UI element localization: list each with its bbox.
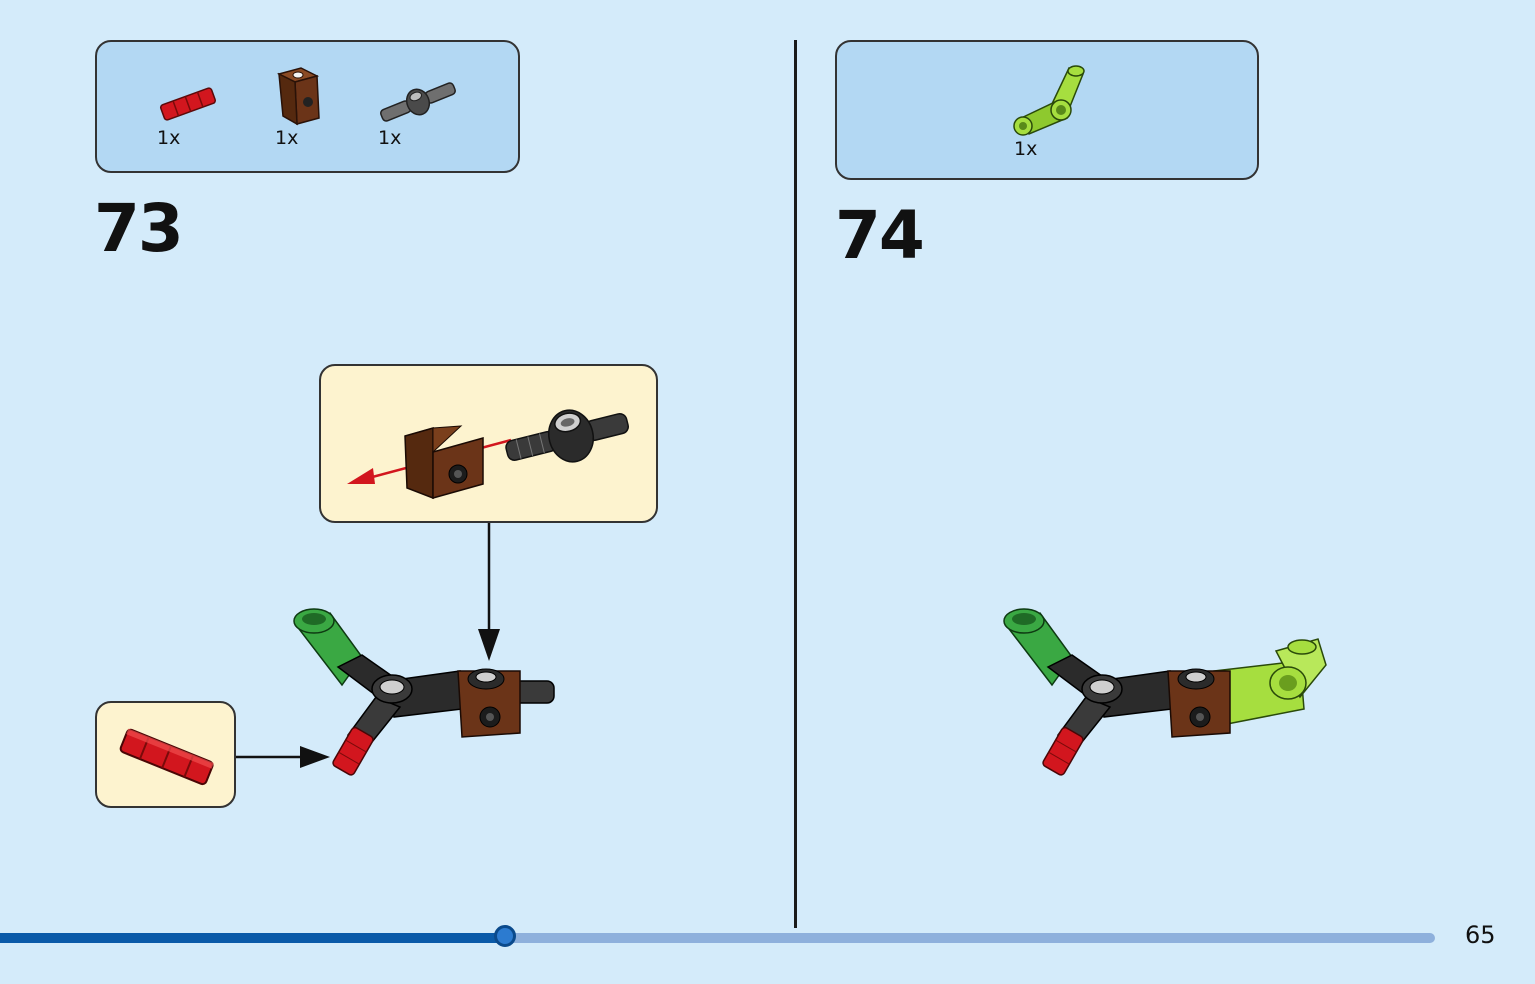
step-number: 73	[94, 190, 184, 267]
part-qty: 1x	[378, 127, 402, 149]
progress-knob[interactable]	[494, 925, 516, 947]
red-axle-connector-icon	[119, 728, 214, 786]
down-arrow	[478, 523, 500, 661]
part-qty: 1x	[275, 127, 299, 149]
parts-box-step-73: 1x 1x 1x	[95, 40, 520, 173]
gray-axle-pin-icon	[380, 82, 456, 122]
subassembly-illustration	[347, 409, 629, 500]
page-number: 65	[1465, 921, 1496, 949]
lime-angled-connector-icon	[1013, 65, 1085, 136]
page-divider	[794, 40, 797, 928]
progress-fill	[0, 933, 505, 943]
assembly-step-74	[1003, 608, 1327, 776]
red-axle-connector-icon	[159, 87, 217, 121]
right-arrow	[236, 746, 330, 768]
subassembly-callout	[319, 364, 658, 523]
red-part-callout	[95, 701, 236, 808]
brown-angle-plate-icon	[276, 67, 320, 126]
part-qty: 1x	[157, 127, 181, 149]
step-number: 74	[835, 197, 925, 274]
progress-track	[0, 933, 1435, 943]
part-qty: 1x	[1014, 138, 1038, 160]
parts-box-step-74: 1x	[835, 40, 1259, 180]
assembly-step-73	[293, 608, 555, 776]
